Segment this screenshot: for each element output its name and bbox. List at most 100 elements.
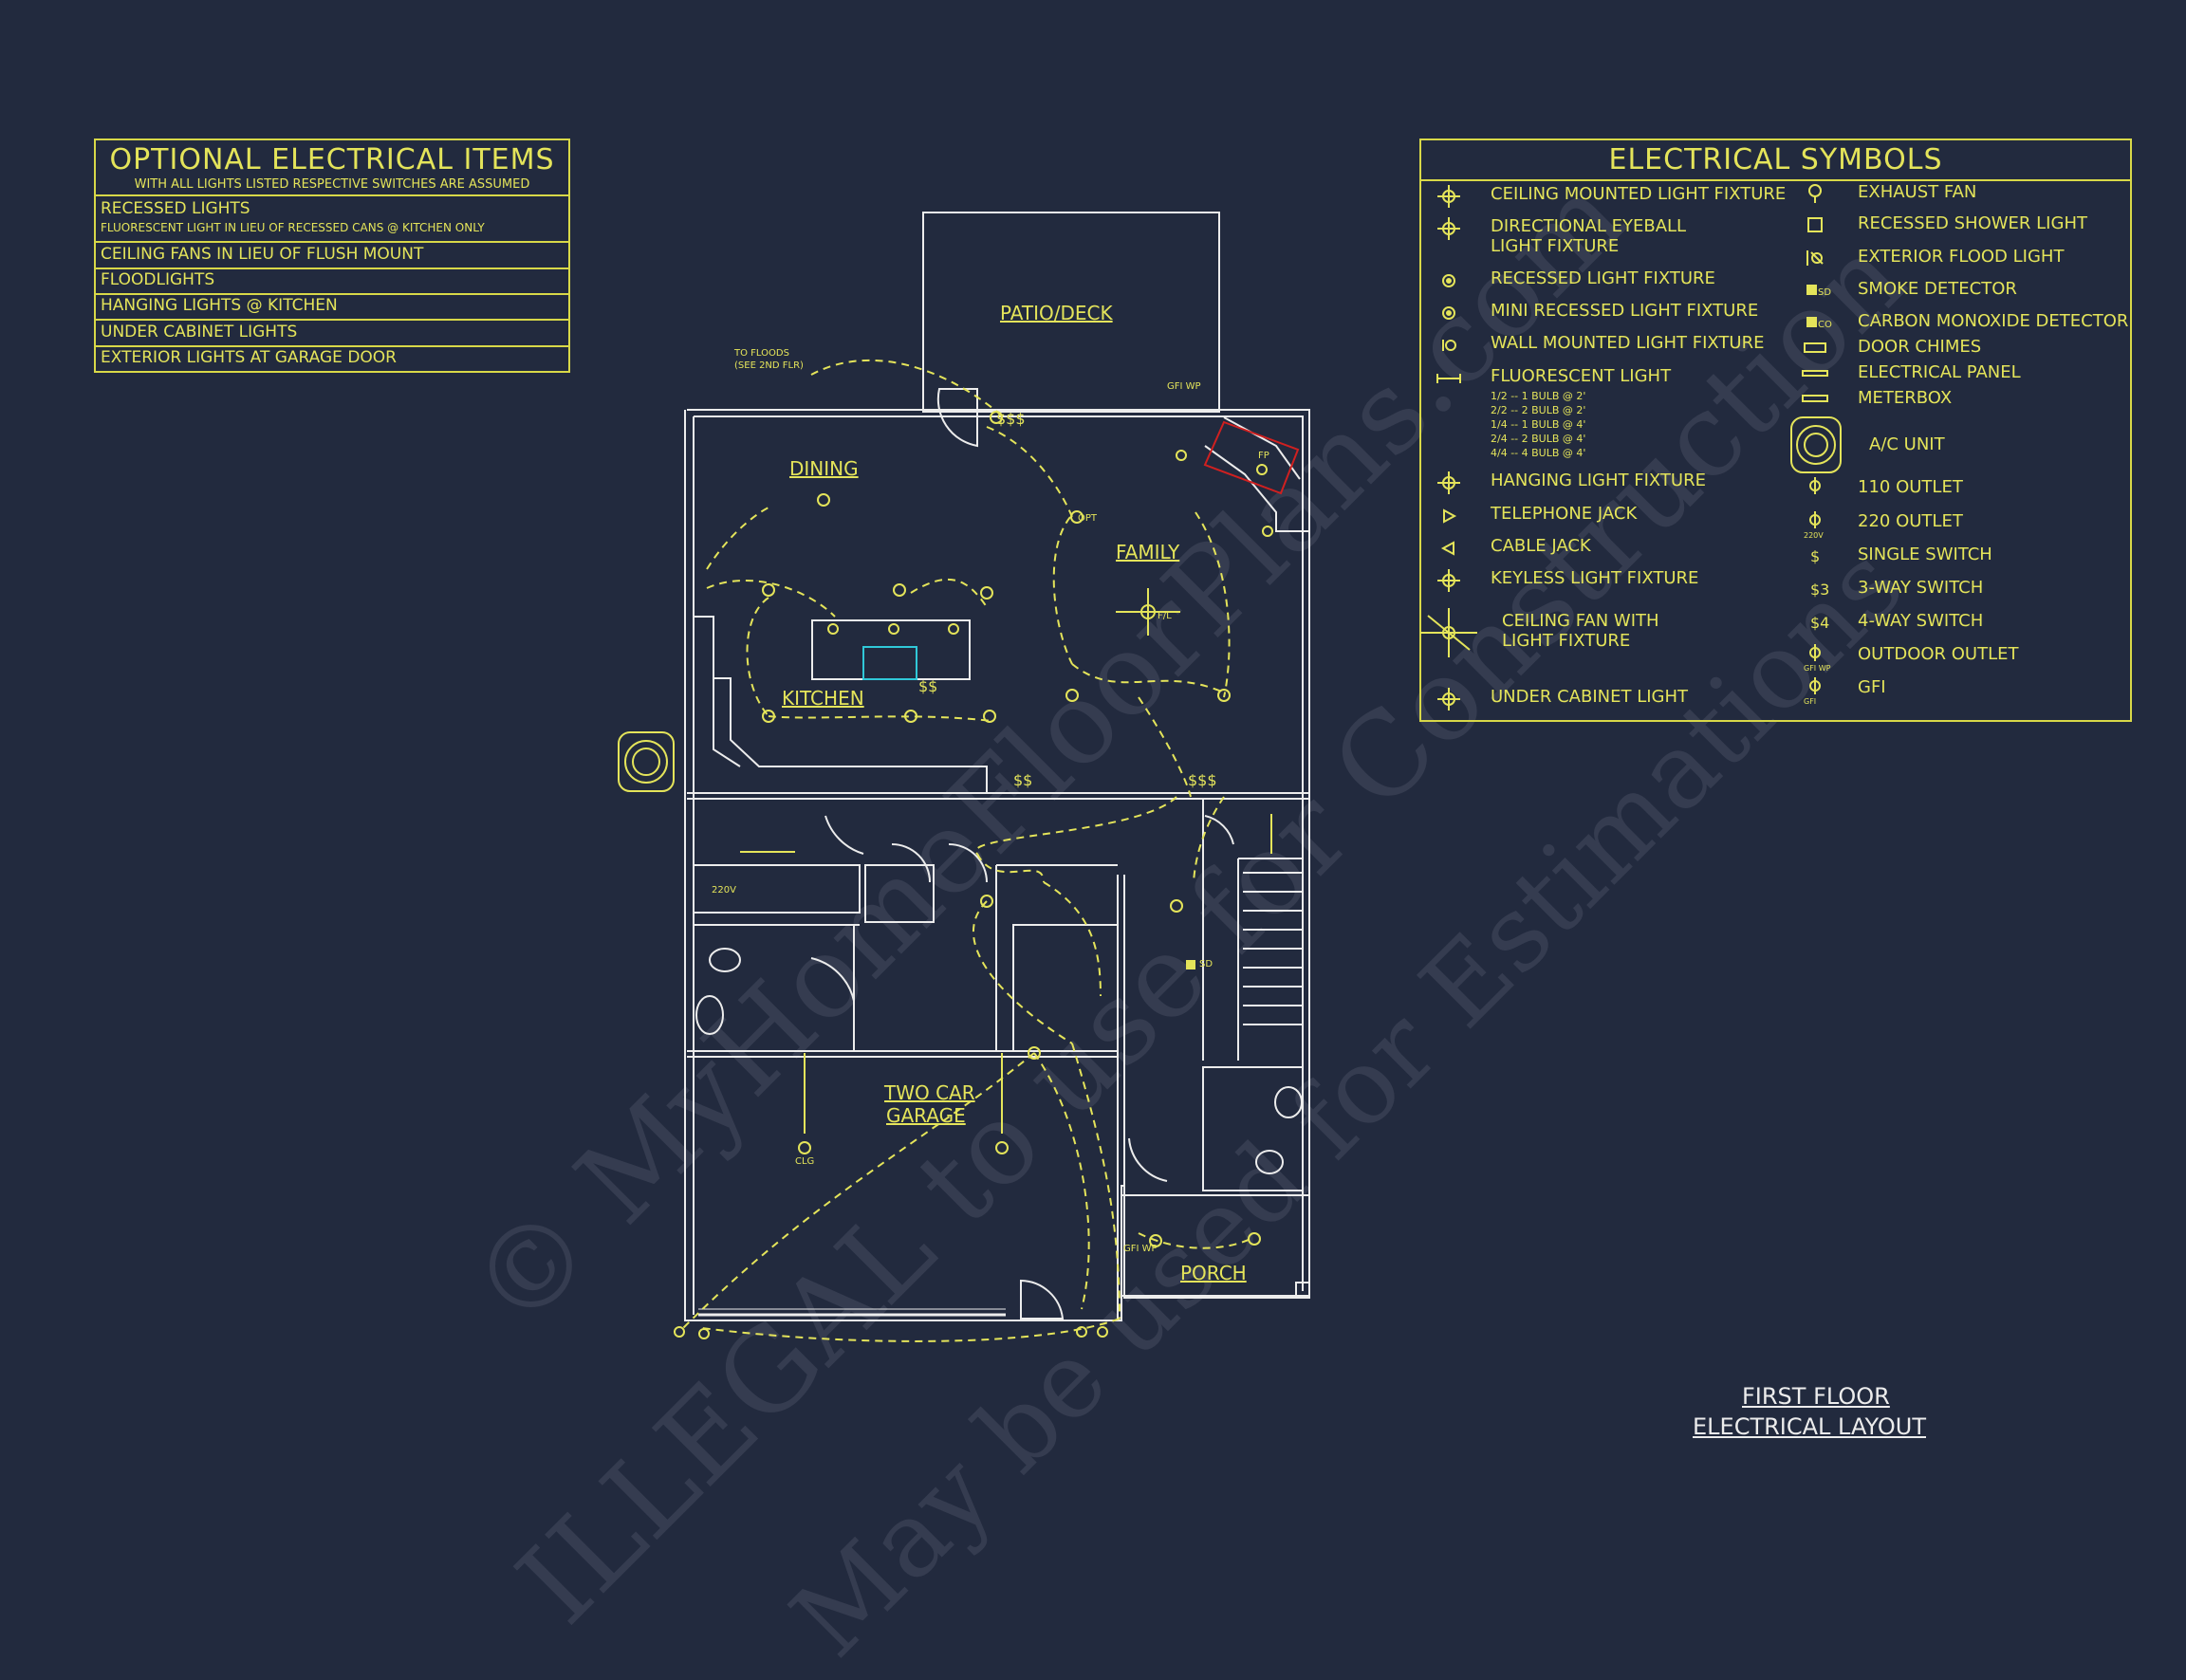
legend-left-label-2: DIRECTIONAL EYEBALL: [1491, 216, 1687, 236]
legend-right-label-5: CARBON MONOXIDE DETECTOR: [1858, 311, 2129, 331]
note-fan-fl: F/L: [1158, 611, 1172, 621]
ceiling-fan-icon: [1116, 588, 1180, 636]
legend-right-label-6: DOOR CHIMES: [1858, 337, 1982, 357]
floor-plan: [618, 212, 1310, 1342]
under-cabinet-light-icon: [1437, 688, 1460, 711]
legend-left-label-10: KEYLESS LIGHT FIXTURE: [1491, 568, 1699, 588]
note-clg: CLG: [795, 1156, 815, 1167]
room-label-kitchen: KITCHEN: [782, 687, 864, 710]
legend-left-label-9: CABLE JACK: [1491, 536, 1591, 556]
cable-jack-icon: [1440, 541, 1454, 556]
legend-left-label-1: CEILING MOUNTED LIGHT FIXTURE: [1491, 184, 1787, 204]
wiring-lines: [682, 359, 1253, 1342]
optional-item-1: RECESSED LIGHTS: [101, 199, 250, 218]
note-switches-kitchen: $$: [1013, 771, 1033, 789]
smoke-detector-icon: SD: [1806, 285, 1831, 298]
optional-items-table: OPTIONAL ELECTRICAL ITEMS WITH ALL LIGHT…: [94, 138, 570, 373]
legend-right-label-9: A/C UNIT: [1869, 434, 1945, 454]
note-to-floods: TO FLOODS: [734, 348, 789, 359]
legend-right-label-4: SMOKE DETECTOR: [1858, 279, 2017, 299]
ceiling-light-icon: [1437, 185, 1460, 208]
gfi-icon-tag: GFI: [1804, 697, 1816, 706]
optional-item-4: HANGING LIGHTS @ KITCHEN: [101, 296, 338, 315]
electrical-panel-icon: [1802, 370, 1828, 377]
outlet-220-icon: 220V: [1804, 511, 1824, 540]
keyless-light-icon: [1437, 569, 1460, 592]
three-way-switch-icon: $3: [1810, 581, 1829, 599]
caption-line-2: ELECTRICAL LAYOUT: [1693, 1413, 1926, 1440]
ceiling-fan-icon: [1420, 608, 1477, 657]
note-gfi-wp-deck: GFI WP: [1167, 381, 1201, 392]
note-gfi-wp-porch: GFI WP: [1123, 1244, 1158, 1254]
flood-light-icon: [1806, 250, 1824, 266]
co-detector-icon: CO: [1806, 317, 1832, 330]
fluorescent-note-5: 4/4 -- 4 BULB @ 4': [1491, 447, 1586, 459]
optional-items-subtitle: WITH ALL LIGHTS LISTED RESPECTIVE SWITCH…: [134, 177, 530, 192]
four-way-switch-icon: $4: [1810, 614, 1829, 632]
legend-left-label-7: HANGING LIGHT FIXTURE: [1491, 471, 1706, 490]
note-switches-2: $$: [918, 677, 938, 695]
door-chimes-icon: [1804, 342, 1826, 353]
optional-item-1-note: FLUORESCENT LIGHT IN LIEU OF RECESSED CA…: [101, 221, 485, 234]
mini-recessed-light-icon: [1442, 306, 1455, 320]
legend-left-label-6: FLUORESCENT LIGHT: [1491, 366, 1672, 386]
legend-right-label-12: SINGLE SWITCH: [1858, 545, 1992, 564]
room-label-garage-1: TWO CAR: [884, 1081, 975, 1104]
ac-unit-icon: [1790, 416, 1842, 473]
wall-light-icon: [1442, 340, 1456, 351]
legend-left-label-8: TELEPHONE JACK: [1491, 504, 1638, 524]
caption-line-1: FIRST FLOOR: [1742, 1383, 1890, 1410]
legend-right-label-1: EXHAUST FAN: [1858, 182, 1977, 202]
hanging-light-icon: [1437, 471, 1460, 494]
legend-left-label-5: WALL MOUNTED LIGHT FIXTURE: [1491, 333, 1765, 353]
optional-item-6: EXTERIOR LIGHTS AT GARAGE DOOR: [101, 348, 397, 367]
legend-left-label-3: RECESSED LIGHT FIXTURE: [1491, 268, 1715, 288]
recessed-light-icon: [1442, 274, 1455, 287]
legend-right-label-2: RECESSED SHOWER LIGHT: [1858, 213, 2087, 233]
outdoor-outlet-icon: GFI WP: [1804, 644, 1831, 673]
fluorescent-note-3: 1/4 -- 1 BULB @ 4': [1491, 418, 1586, 431]
note-opt: OPT: [1078, 513, 1098, 524]
co-detector-icon-tag: CO: [1818, 320, 1832, 330]
symbols-legend: ELECTRICAL SYMBOLS: [1419, 138, 2132, 722]
legend-right-label-14: 4-WAY SWITCH: [1858, 611, 1984, 631]
telephone-jack-icon: [1443, 508, 1457, 524]
legend-right-label-10: 110 OUTLET: [1858, 477, 1963, 497]
legend-right-label-13: 3-WAY SWITCH: [1858, 578, 1984, 598]
note-switches-3: $$$: [996, 410, 1026, 428]
single-switch-icon-glyph: $: [1810, 547, 1820, 565]
fluorescent-light-icon: [1436, 374, 1461, 383]
optional-item-3: FLOODLIGHTS: [101, 270, 215, 289]
room-label-patio: PATIO/DECK: [1000, 302, 1113, 324]
gfi-icon: GFI: [1804, 677, 1821, 706]
optional-item-5: UNDER CABINET LIGHTS: [101, 323, 298, 342]
note-switches-family: $$$: [1188, 771, 1217, 789]
room-label-porch: PORCH: [1180, 1262, 1247, 1284]
exhaust-fan-icon: [1808, 184, 1822, 203]
smoke-detector-icon-tag: SD: [1818, 287, 1831, 298]
legend-right-label-11: 220 OUTLET: [1858, 511, 1963, 531]
fireplace-outline: [1203, 420, 1300, 495]
note-220v: 220V: [712, 885, 736, 895]
ac-unit-icon: [618, 731, 675, 792]
outlet-110-icon: [1809, 477, 1821, 494]
four-way-switch-icon-glyph: $4: [1810, 614, 1829, 632]
walls: [684, 212, 1310, 1321]
legend-left-label-4: MINI RECESSED LIGHT FIXTURE: [1491, 301, 1759, 321]
note-sd: SD: [1199, 959, 1213, 969]
legend-left-label-12: UNDER CABINET LIGHT: [1491, 687, 1689, 707]
optional-item-2: CEILING FANS IN LIEU OF FLUSH MOUNT: [101, 245, 424, 264]
meterbox-icon: [1802, 395, 1828, 402]
single-switch-icon: $: [1810, 547, 1820, 565]
legend-right-label-8: METERBOX: [1858, 388, 1953, 408]
room-label-dining: DINING: [789, 457, 859, 480]
note-fp: FP: [1258, 451, 1269, 461]
legend-left-label2-11: LIGHT FIXTURE: [1502, 631, 1631, 651]
smoke-detector-icon: [1186, 960, 1195, 969]
three-way-switch-icon-glyph: $3: [1810, 581, 1829, 599]
fluorescent-note-2: 2/2 -- 2 BULB @ 2': [1491, 404, 1586, 416]
legend-left-label-11: CEILING FAN WITH: [1502, 611, 1659, 631]
legend-right-label-15: OUTDOOR OUTLET: [1858, 644, 2019, 664]
legend-right-label-3: EXTERIOR FLOOD LIGHT: [1858, 247, 2065, 267]
